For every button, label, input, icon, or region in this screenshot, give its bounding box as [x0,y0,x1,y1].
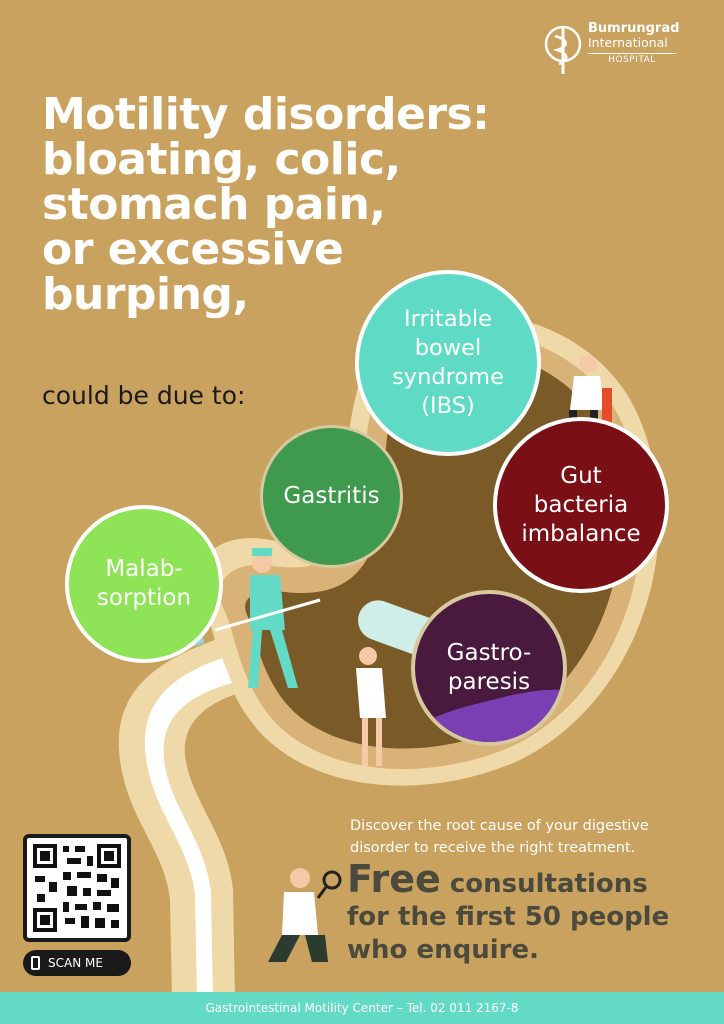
offer-free: Free [347,857,441,901]
logo-line-2: International [588,34,668,50]
offer-consultations: consultations [449,869,648,899]
offer-line-1: Free consultations [347,860,707,901]
phone-icon [31,956,40,970]
headline-line-2: bloating, colic, [42,134,401,185]
bubble-gut-line-2: bacteria [533,491,629,518]
bubble-gut-line-3: imbalance [521,520,641,547]
bubble-gastroparesis-label: Gastro- paresis [447,639,532,697]
caduceus-icon [544,25,582,74]
headline: Motility disorders: bloating, colic, sto… [42,92,562,317]
bubble-ibs-line-2: bowel [414,335,482,361]
bubble-gut-label: Gut bacteria imbalance [521,462,640,549]
headline-line-3: stomach pain, [42,179,386,230]
bubble-ibs-line-3: syndrome [392,364,504,390]
bubble-gastroparesis-line-1: Gastro- [446,640,532,666]
headline-line-5: burping, [42,269,249,320]
bubble-gut-bacteria: Gut bacteria imbalance [493,417,669,593]
bubble-ibs: Irritable bowel syndrome (IBS) [355,270,541,456]
bubble-ibs-line-4: (IBS) [421,393,475,419]
bubble-ibs-label: Irritable bowel syndrome (IBS) [392,305,504,421]
bubble-gastritis: Gastritis [260,425,403,568]
footer-bar: Gastrointestinal Motility Center – Tel. … [0,992,724,1024]
bubble-gastroparesis: Gastro- paresis [411,590,567,746]
bubble-gastroparesis-line-2: paresis [447,669,531,695]
free-consultation-offer: Free consultations for the first 50 peop… [347,860,707,967]
scan-me-label: SCAN ME [48,956,103,970]
offer-line-2: for the first 50 people [347,902,670,932]
bubble-gastritis-label: Gastritis [283,483,380,509]
hospital-logo: Bumrungrad International HOSPITAL [542,22,702,78]
intestine-inner [144,658,232,1000]
subheadline: could be due to: [42,381,246,410]
qr-code[interactable] [23,834,131,942]
bubble-malabsorption-line-2: sorption [96,585,192,611]
logo-line-1: Bumrungrad [588,21,680,36]
offer-line-3: who enquire. [347,935,539,965]
bubble-gut-line-1: Gut [560,462,602,489]
bubble-malabsorption-label: Malab- sorption [97,555,191,613]
qr-code-pattern [33,844,121,932]
footer-text: Gastrointestinal Motility Center – Tel. … [205,1001,519,1015]
bubble-ibs-line-1: Irritable [404,306,492,332]
scan-me-button[interactable]: SCAN ME [23,950,131,976]
doctor-magnifier-figure [268,868,342,962]
logo-line-3: HOSPITAL [588,52,676,65]
headline-line-4: or excessive [42,224,344,275]
bubble-malabsorption: Malab- sorption [65,505,223,663]
bubble-malabsorption-line-1: Malab- [105,556,183,582]
discover-text: Discover the root cause of your digestiv… [350,818,649,856]
headline-line-1: Motility disorders: [42,89,490,140]
logo-text: Bumrungrad International HOSPITAL [588,22,679,65]
